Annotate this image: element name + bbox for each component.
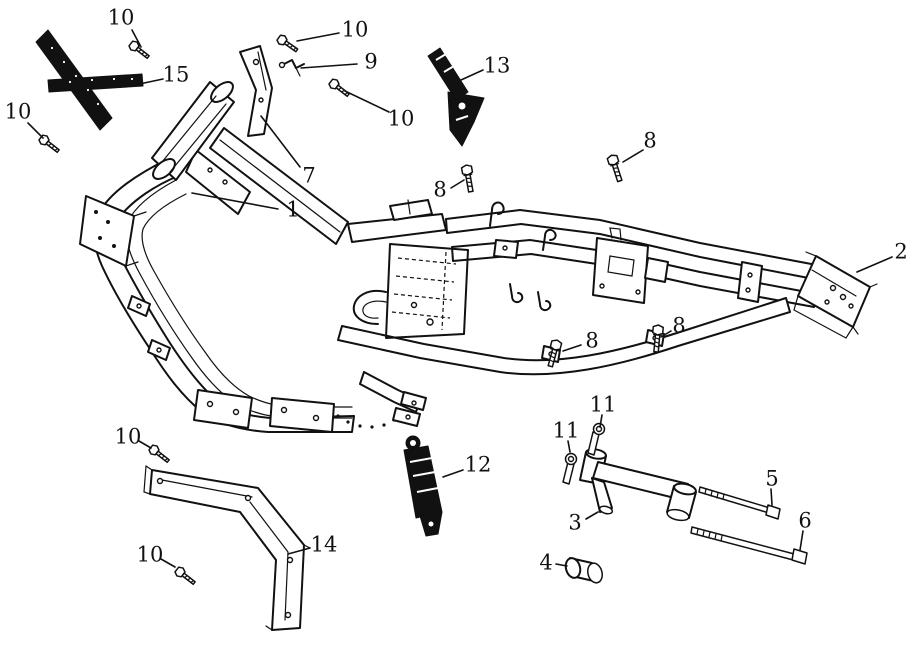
rear-plate-2 xyxy=(793,251,878,339)
rear-subframe xyxy=(445,201,825,312)
black-t-bracket-15 xyxy=(35,29,144,131)
main-frame xyxy=(79,81,519,433)
bolt-8-b xyxy=(605,152,626,184)
channel-bracket-14 xyxy=(143,465,311,631)
bolt-5 xyxy=(698,486,781,520)
screw-10-f xyxy=(173,564,199,588)
bushing-4 xyxy=(564,557,603,584)
bolt-8-a xyxy=(460,163,477,194)
black-shock-12 xyxy=(403,435,443,537)
bolt-6 xyxy=(690,526,808,565)
leader-lines xyxy=(27,29,893,568)
clip-9 xyxy=(278,59,305,77)
screw-10-b xyxy=(275,32,301,56)
bracket-7 xyxy=(239,45,273,137)
stud-11-b xyxy=(562,452,578,485)
mount-bracket-3 xyxy=(579,448,697,522)
black-lever-13 xyxy=(427,47,485,147)
screw-10-e xyxy=(147,442,173,466)
screw-10-c xyxy=(327,76,353,100)
